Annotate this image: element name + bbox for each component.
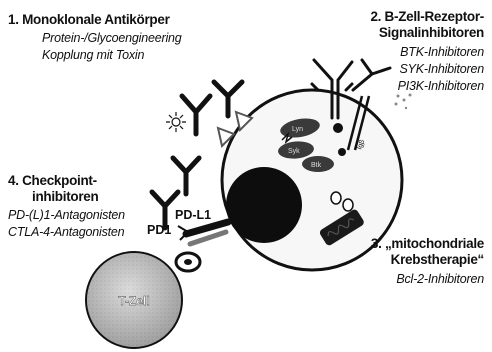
monoclonal-antibody-1 — [182, 96, 210, 134]
t-cell-label: T-Zell — [118, 294, 149, 308]
section-3-heading-line-2: Krebstherapie“ — [391, 252, 484, 267]
section-2-item-1: BTK-Inhibitoren — [400, 44, 484, 61]
section-4-item-1: PD-(L)1-Antagonisten — [8, 207, 125, 224]
pd-l1-label: PD-L1 — [175, 208, 211, 222]
section-4-heading-line-2: inhibitoren — [32, 189, 98, 204]
section-2-item-3: PI3K-Inhibitoren — [398, 78, 484, 95]
checkpoint-antibody-2 — [173, 158, 199, 194]
section-2-item-2: SYK-Inhibitoren — [399, 61, 484, 78]
section-3-heading-line-1: 3. „mitochondriale — [371, 236, 484, 251]
section-4-heading-line-1: 4. Checkpoint- — [8, 173, 97, 188]
toxin-star-icon — [166, 112, 186, 132]
svg-text:Lyn: Lyn — [292, 126, 303, 133]
svg-text:Syk: Syk — [288, 148, 300, 155]
bcl2-marker-b — [343, 199, 353, 211]
monoclonal-antibody-2 — [214, 82, 242, 116]
section-2-heading-line-2: Signalinhibitoren — [379, 25, 484, 40]
bcl2-marker-a — [331, 192, 341, 204]
section-1-item-1: Protein-/Glycoengineering — [42, 30, 182, 47]
receptor-ligand-dots — [395, 94, 412, 110]
section-2-heading-line-1: 2. B-Zell-Rezeptor- — [370, 9, 484, 24]
section-1-item-2: Kopplung mit Toxin — [42, 47, 144, 64]
section-4-item-2: CTLA-4-Antagonisten — [8, 224, 124, 241]
b-cell-nucleus — [226, 167, 302, 243]
pd1-label: PD1 — [147, 223, 171, 237]
pd1-pdl1-interaction — [178, 222, 228, 244]
svg-text:Btk: Btk — [311, 162, 322, 169]
section-1-heading: 1. Monoklonale Antikörper — [8, 12, 170, 27]
section-3-item-1: Bcl-2-Inhibitoren — [396, 271, 484, 288]
receptor-antibody — [353, 60, 390, 90]
t-cell-receptor — [176, 253, 200, 271]
